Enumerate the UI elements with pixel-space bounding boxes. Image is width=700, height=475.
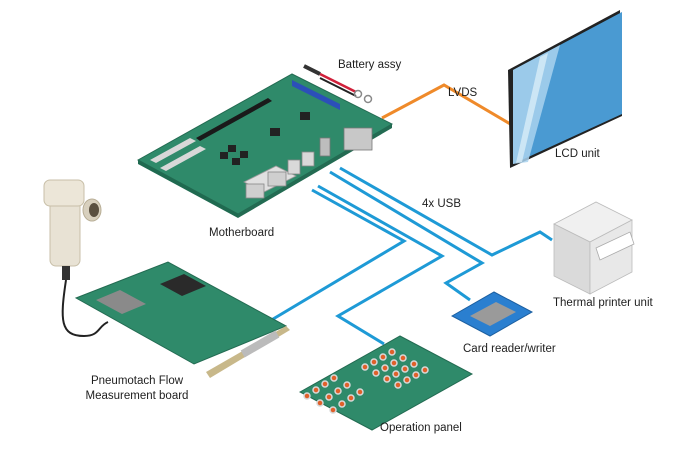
thermal-printer (553, 201, 635, 295)
keypad-key (370, 358, 378, 366)
lvds-label: LVDS (448, 87, 478, 99)
usb-cable-operation-panel (317, 184, 446, 346)
keypad-key (343, 381, 351, 389)
keypad-key (347, 394, 355, 402)
keypad-key (325, 393, 333, 401)
lcd-unit-label: LCD unit (555, 148, 600, 160)
keypad-key (383, 375, 391, 383)
motherboard-label: Motherboard (209, 227, 275, 239)
keypad-key (334, 387, 342, 395)
battery-assy (303, 64, 373, 104)
keypad-key (392, 370, 400, 378)
keypad-key (403, 376, 411, 384)
keypad-key (312, 386, 320, 394)
usb-cable-card-reader (329, 170, 486, 302)
keypad-key (388, 348, 396, 356)
keypad-key (401, 365, 409, 373)
battery-assy-label: Battery assy (338, 59, 402, 71)
lvds-cable (381, 83, 513, 127)
card-reader-label: Card reader/writer (463, 343, 556, 355)
card-reader (450, 291, 534, 337)
keypad-key (379, 353, 387, 361)
keypad-key (316, 399, 324, 407)
usb-cable-flow-board (257, 188, 408, 330)
keypad-key (329, 406, 337, 414)
operation-panel (298, 335, 474, 431)
motherboard (136, 73, 394, 218)
keypad-key (338, 400, 346, 408)
lcd-unit (508, 10, 622, 168)
usb-cables (257, 166, 553, 346)
keypad-key (421, 366, 429, 374)
keypad-key (356, 388, 364, 396)
keypad-key (390, 359, 398, 367)
keypad-key (399, 354, 407, 362)
pneumotach-sensor (43, 179, 109, 338)
keypad-key (412, 371, 420, 379)
flow-measurement-board (74, 261, 290, 378)
keypad-key (303, 392, 311, 400)
keypad-key (381, 364, 389, 372)
operation-panel-label: Operation panel (380, 422, 462, 434)
keypad-key (410, 360, 418, 368)
usb-cable-printer (339, 166, 553, 257)
thermal-printer-label: Thermal printer unit (553, 297, 653, 309)
usb-label: 4x USB (422, 198, 461, 210)
keypad-key (394, 381, 402, 389)
keypad-key (372, 369, 380, 377)
flow-board-label-line2: Measurement board (85, 390, 189, 402)
keypad-key (321, 380, 329, 388)
flow-board-label-line1: Pneumotach Flow (90, 375, 184, 387)
keypad-key (361, 363, 369, 371)
keypad-key (330, 374, 338, 382)
